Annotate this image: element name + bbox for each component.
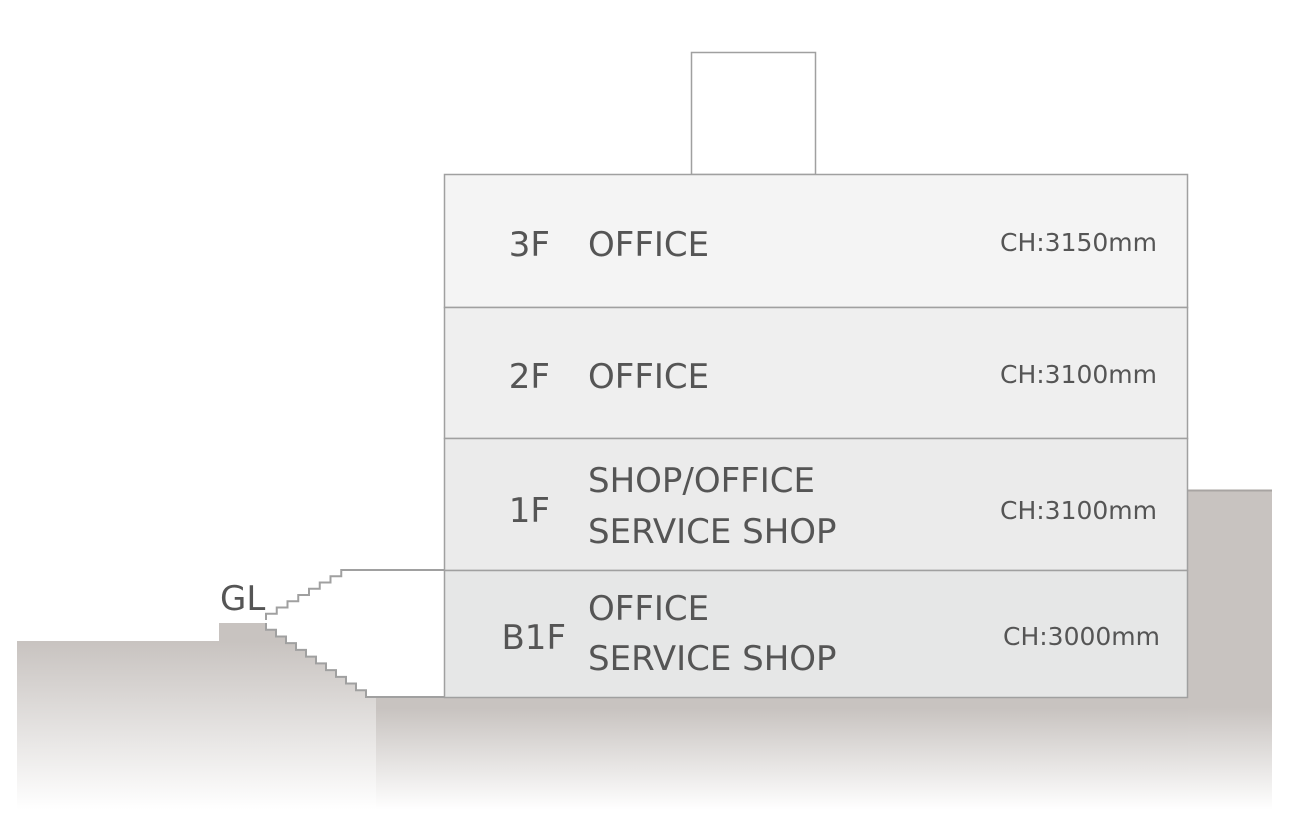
floor-b1f: B1F OFFICE SERVICE SHOP CH:3000mm: [443, 569, 1189, 699]
floor-level-label: 3F: [509, 225, 550, 265]
ground-left: [17, 623, 444, 810]
ceiling-height-label: CH:3100mm: [1000, 496, 1157, 525]
floor-use-label: SERVICE SHOP: [588, 512, 837, 552]
floor-level-label: B1F: [501, 618, 566, 658]
floor-level-label: 1F: [509, 491, 550, 531]
floor-level-label: 2F: [509, 357, 550, 397]
floor-2f: 2F OFFICE CH:3100mm: [443, 306, 1189, 440]
penthouse: [690, 51, 817, 176]
floor-use-label: OFFICE: [588, 357, 709, 397]
ground-right: [1188, 490, 1272, 810]
ceiling-height-label: CH:3150mm: [1000, 228, 1157, 257]
floor-use-label: OFFICE: [588, 225, 709, 265]
floor-use-label: SERVICE SHOP: [588, 639, 837, 679]
floor-use-label: OFFICE: [588, 589, 709, 629]
floor-use-label: SHOP/OFFICE: [588, 461, 815, 501]
floor-3f: 3F OFFICE CH:3150mm: [443, 173, 1189, 309]
floor-1f: 1F SHOP/OFFICE SERVICE SHOP CH:3100mm: [443, 437, 1189, 572]
ceiling-height-label: CH:3100mm: [1000, 360, 1157, 389]
stair-down-outline: [265, 623, 444, 698]
ceiling-height-label: CH:3000mm: [1003, 622, 1160, 651]
ground-level-label: GL: [220, 579, 265, 619]
ground-under-building: [376, 697, 1188, 810]
stair-up-outline: [265, 569, 444, 620]
